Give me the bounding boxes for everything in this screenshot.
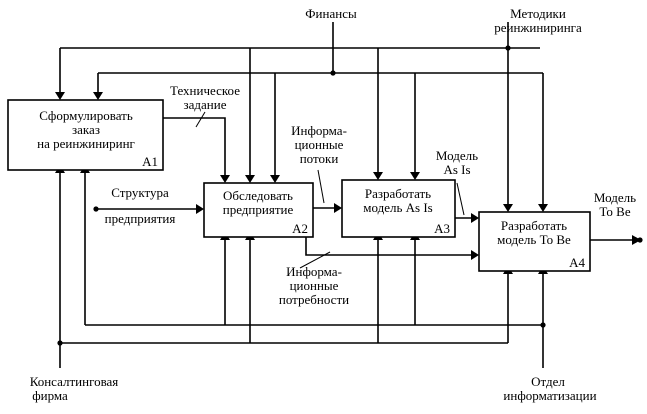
label-finance: Финансы (305, 6, 357, 21)
a1-title-line3: на реинжиниринг (37, 136, 135, 151)
arrowhead (471, 250, 479, 260)
a4-title-line1: Разработать (501, 218, 567, 233)
activity-box-a1: Сформулировать заказ на реинжиниринг A1 (7, 99, 164, 171)
leader-lines (195, 111, 465, 269)
arrowhead (334, 203, 342, 213)
label-methods-line2: реинжиниринга (494, 20, 582, 35)
label-model-tobe-line2: To Be (599, 204, 630, 219)
a4-id: A4 (569, 255, 585, 270)
label-model-asis-line1: Модель (436, 148, 478, 163)
label-info-flows-line2: ционные (295, 137, 344, 152)
tech-spec-flow (163, 117, 226, 178)
arrowhead (632, 235, 641, 245)
label-info-flows-line1: Информа- (291, 123, 347, 138)
label-tech-spec-line2: задание (184, 97, 227, 112)
label-structure-line2: предприятия (105, 211, 176, 226)
junction-dot (57, 340, 63, 346)
a3-title-line2: модель As Is (363, 200, 433, 215)
activity-box-a1-frame (7, 99, 164, 171)
activity-box-a3-frame (341, 179, 456, 238)
model-asis-leader (456, 182, 465, 216)
arrowhead (55, 92, 65, 100)
label-model-tobe-line1: Модель (594, 190, 636, 205)
label-structure-line1: Структура (111, 185, 169, 200)
junction-dot (540, 322, 546, 328)
junction-dot (330, 70, 336, 76)
a3-title-line1: Разработать (365, 186, 431, 201)
a1-title-line1: Сформулировать (39, 108, 133, 123)
arrowhead (245, 175, 255, 183)
arrowheads (55, 92, 641, 274)
label-consulting-line1: Консалтинговая (30, 374, 119, 389)
activity-box-a4: Разработать модель To Be A4 (478, 211, 591, 272)
activity-box-a4-frame (478, 211, 591, 272)
activity-box-a3: Разработать модель As Is A3 (341, 179, 456, 238)
a2-title-line2: предприятие (223, 202, 294, 217)
label-model-asis-line2: As Is (443, 162, 470, 177)
connection-lines (59, 22, 640, 368)
a2-id: A2 (292, 221, 308, 236)
arrowhead (220, 175, 230, 183)
junction-dot (505, 45, 511, 51)
info-needs-leader (299, 251, 331, 269)
info-flows-leader (317, 169, 325, 204)
arrowhead (93, 92, 103, 100)
arrowhead (503, 204, 513, 212)
junction-dot (637, 237, 643, 243)
label-info-flows-line3: потоки (300, 151, 339, 166)
arrowhead (410, 172, 420, 180)
label-it-dept-line2: информатизации (503, 388, 596, 403)
arrowhead (471, 213, 479, 223)
arrowhead (373, 172, 383, 180)
activity-box-a2: Обследовать предприятие A2 (203, 182, 314, 238)
label-info-needs-line1: Информа- (286, 264, 342, 279)
arrowhead (270, 175, 280, 183)
a3-id: A3 (434, 221, 450, 236)
a4-title-line2: модель To Be (497, 232, 571, 247)
a2-title-line1: Обследовать (223, 188, 293, 203)
label-consulting-line2: фирма (32, 388, 68, 403)
label-it-dept-line1: Отдел (531, 374, 565, 389)
a1-id: A1 (142, 154, 158, 169)
label-info-needs-line2: ционные (290, 278, 339, 293)
info-needs-line (305, 235, 477, 256)
arrowhead (196, 204, 204, 214)
junction-dots (57, 45, 643, 346)
activity-box-a2-frame (203, 182, 314, 238)
junction-dot (93, 206, 99, 212)
label-tech-spec-line1: Техническое (170, 83, 240, 98)
arrowhead (538, 204, 548, 212)
a1-title-line2: заказ (72, 122, 100, 137)
tech-spec-leader (195, 111, 206, 128)
label-info-needs-line3: потребности (279, 292, 349, 307)
label-methods-line1: Методики (510, 6, 566, 21)
arrow-labels: Финансы Методики реинжиниринга Техническ… (30, 6, 636, 403)
